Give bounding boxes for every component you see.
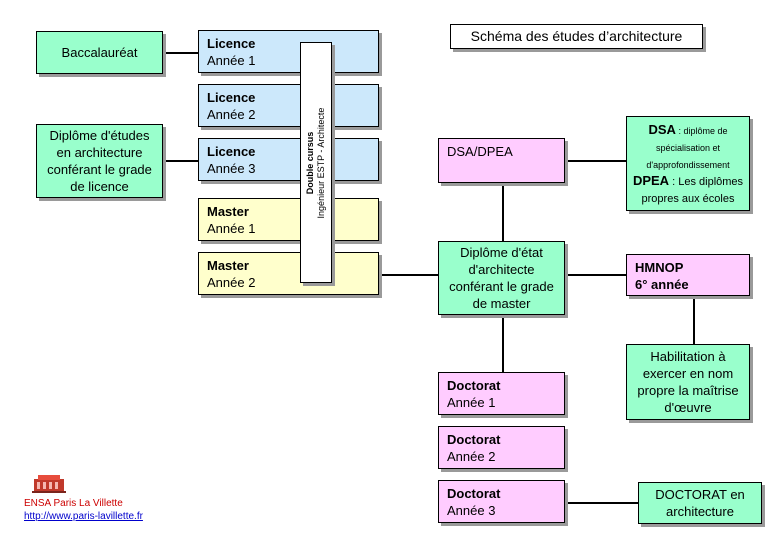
connector-hmnop-habilitation: [693, 296, 695, 344]
ensa-logo-icon: [32, 475, 66, 493]
licence-annee2-box: Licence Année 2: [198, 84, 379, 127]
connector-doctorat3-final: [565, 502, 638, 504]
hmnop-title: HMNOP: [635, 260, 684, 275]
footer-url-link[interactable]: http://www.paris-lavillette.fr: [24, 511, 143, 522]
licence2-year: Année 2: [207, 107, 256, 122]
doctorat-final-label: DOCTORAT en architecture: [655, 487, 745, 519]
dsa-dpea-box: DSA/DPEA: [438, 138, 565, 183]
baccalaureat-label: Baccalauréat: [61, 45, 138, 60]
doctorat-annee1-box: Doctorat Année 1: [438, 372, 565, 415]
doctorat2-year: Année 2: [447, 449, 496, 464]
diplome-etudes-box: Diplôme d'études en architecture conféra…: [36, 124, 163, 198]
diplome-etat-label: Diplôme d'état d'architecte conférant le…: [449, 245, 554, 311]
connector-dsa-detail: [565, 160, 627, 162]
master1-level: Master: [207, 204, 249, 219]
licence1-level: Licence: [207, 36, 256, 51]
double-cursus-box: Double cursus Ingénieur ESTP - Architect…: [300, 42, 332, 283]
doctorat2-level: Doctorat: [447, 432, 501, 447]
habilitation-box: Habilitation à exercer en nom propre la …: [626, 344, 750, 420]
dsa-dpea-label: DSA/DPEA: [447, 144, 513, 159]
doctorat3-level: Doctorat: [447, 486, 501, 501]
dsa-detail-dsa: DSA : diplôme de spécialisation et d'app…: [631, 121, 745, 172]
connector-diplome-licence3: [162, 160, 198, 162]
doctorat1-level: Doctorat: [447, 378, 501, 393]
diagram-title-text: Schéma des études d’architecture: [470, 28, 683, 44]
connector-bac-licence1: [162, 52, 198, 54]
licence3-level: Licence: [207, 144, 256, 159]
dpea-label: DPEA: [632, 173, 670, 188]
footer-school: ENSA Paris La Villette: [24, 498, 123, 509]
double-cursus-title: Double cursus: [305, 131, 315, 194]
dsa-text: : diplôme de spécialisation et d'approfo…: [646, 126, 730, 170]
master-annee1-box: Master Année 1: [198, 198, 379, 241]
dsa-detail-box: DSA : diplôme de spécialisation et d'app…: [626, 116, 750, 211]
connector-diplome-etat-doctorat: [502, 315, 504, 372]
licence-annee1-box: Licence Année 1: [198, 30, 379, 73]
licence2-level: Licence: [207, 90, 256, 105]
licence1-year: Année 1: [207, 53, 256, 68]
doctorat-annee2-box: Doctorat Année 2: [438, 426, 565, 469]
hmnop-box: HMNOP 6° année: [626, 254, 750, 296]
double-cursus-text: Double cursus Ingénieur ESTP - Architect…: [305, 107, 327, 218]
diagram-title: Schéma des études d’architecture: [450, 24, 703, 49]
licence3-year: Année 3: [207, 161, 256, 176]
connector-diplome-etat-hmnop: [565, 274, 627, 276]
habilitation-label: Habilitation à exercer en nom propre la …: [637, 349, 739, 415]
master2-year: Année 2: [207, 275, 256, 290]
doctorat-annee3-box: Doctorat Année 3: [438, 480, 565, 523]
diplome-etat-box: Diplôme d'état d'architecte conférant le…: [438, 241, 565, 315]
hmnop-subtitle: 6° année: [635, 277, 689, 292]
dsa-detail-dpea: DPEA : Les diplômes propres aux écoles: [631, 172, 745, 206]
double-cursus-subtitle: Ingénieur ESTP - Architecte: [316, 107, 326, 218]
doctorat1-year: Année 1: [447, 395, 496, 410]
diplome-etudes-label: Diplôme d'études en architecture conféra…: [47, 128, 152, 194]
master2-level: Master: [207, 258, 249, 273]
connector-dsa-diplome-etat: [502, 183, 504, 241]
doctorat3-year: Année 3: [447, 503, 496, 518]
licence-annee3-box: Licence Année 3: [198, 138, 379, 181]
doctorat-final-box: DOCTORAT en architecture: [638, 482, 762, 524]
dsa-label: DSA: [648, 122, 676, 137]
baccalaureat-box: Baccalauréat: [36, 31, 163, 74]
master-annee2-box: Master Année 2: [198, 252, 379, 295]
master1-year: Année 1: [207, 221, 256, 236]
dpea-text: : Les diplômes propres aux écoles: [641, 176, 744, 205]
connector-master2-diplome-etat: [379, 274, 439, 276]
